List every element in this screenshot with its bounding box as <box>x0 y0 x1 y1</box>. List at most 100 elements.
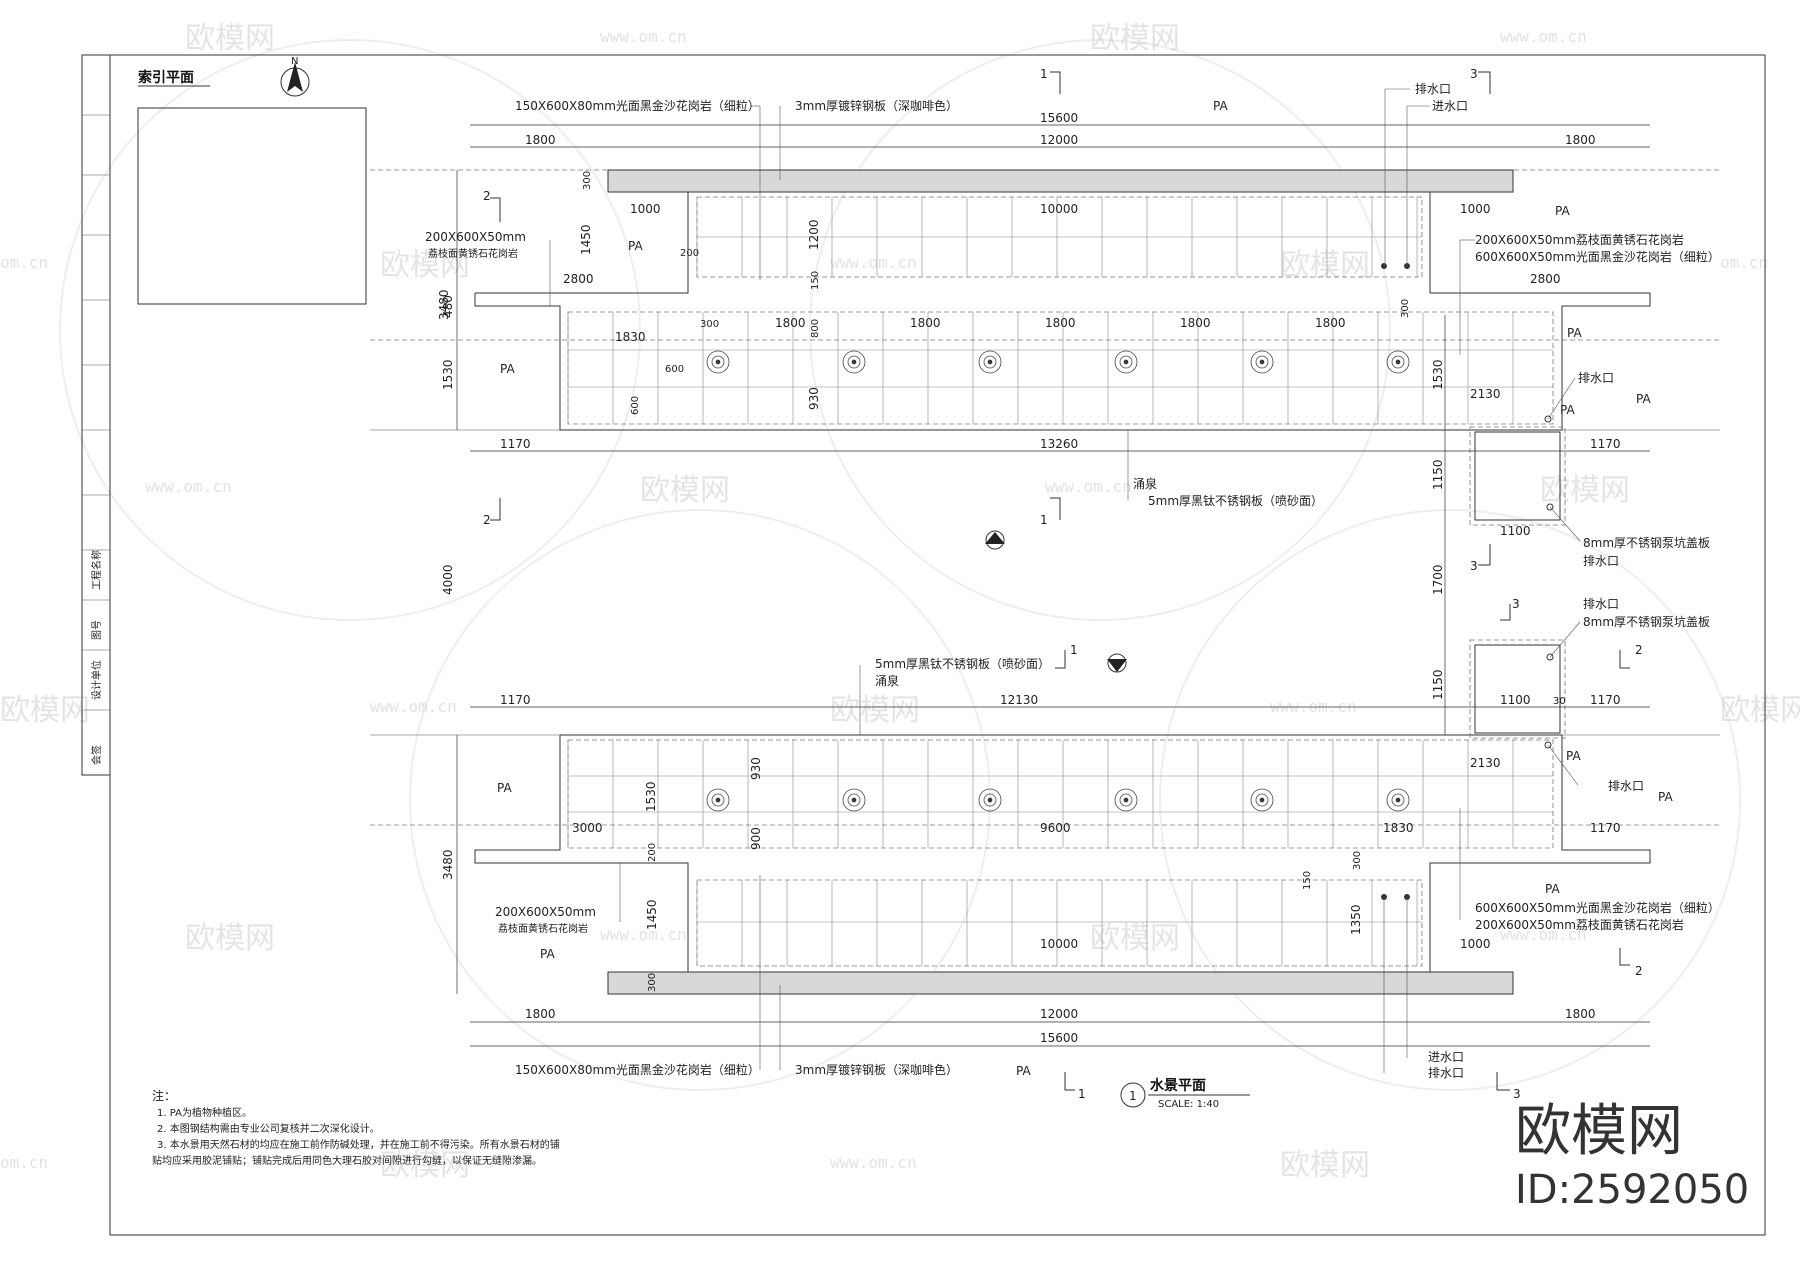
watermark-brand: 欧模网 <box>640 473 730 508</box>
dim-upper-water: 1200 <box>807 219 821 250</box>
note-drain-right-4: 排水口 <box>1608 779 1644 793</box>
watermark-brand: 欧模网 <box>1090 921 1180 956</box>
watermark-logo-text: 欧模网 <box>1515 1099 1683 1164</box>
zone-pa: PA <box>540 947 555 961</box>
leader-lines <box>549 88 1581 1073</box>
watermark-url: www.om.cn <box>1500 925 1587 944</box>
title-block-strip <box>81 54 111 776</box>
title-block-project: 工程名称 <box>90 550 103 590</box>
dim-upper-right: 1000 <box>1460 202 1491 216</box>
dim-mid-right: 1170 <box>1590 437 1621 451</box>
top-pool <box>474 169 1651 431</box>
dim-bot-right: 1800 <box>1565 1007 1596 1021</box>
watermark-url: www.om.cn <box>600 925 687 944</box>
dim-low-300: 300 <box>1352 851 1363 870</box>
fountain-nozzle-icon <box>1114 788 1138 812</box>
note-paving-b-bottom: 600X600X50mm光面黑金沙花岗岩（细粒） <box>1475 900 1720 915</box>
watermark-url-short: om.cn <box>0 253 48 272</box>
dim-spacing-3: 1800 <box>1045 316 1076 330</box>
note-fountain-top: 涌泉 <box>1133 477 1157 491</box>
view-title: 1 水景平面 SCALE: 1:40 <box>1120 1077 1250 1110</box>
watermark-brand: 欧模网 <box>830 693 920 728</box>
note-inlet-top: 进水口 <box>1432 99 1468 113</box>
watermark-url: www.om.cn <box>1500 27 1587 46</box>
zone-pa: PA <box>1213 99 1228 113</box>
dim-bottom-total: 3480 <box>441 849 455 880</box>
watermark-url-short: om.cn <box>1720 253 1768 272</box>
watermark-url: www.om.cn <box>1270 697 1357 716</box>
watermark-brand: 欧模网 <box>1090 21 1180 56</box>
section-mark-1: 1 <box>1070 643 1078 657</box>
dim-pit-width-b: 1100 <box>1500 693 1531 707</box>
dim-right-1530: 1530 <box>1431 359 1445 390</box>
north-arrow-icon: N <box>280 56 310 97</box>
section-mark-3: 3 <box>1513 1087 1521 1101</box>
watermark-brand: 欧模网 <box>1540 473 1630 508</box>
zone-pa: PA <box>1566 749 1581 763</box>
dim-spacing-5: 1800 <box>1315 316 1346 330</box>
section-mark-2: 2 <box>483 189 491 203</box>
watermark-url: www.om.cn <box>830 1153 917 1172</box>
fountain-nozzle-icon <box>1386 350 1410 374</box>
zone-pa: PA <box>1658 790 1673 804</box>
dim-low-9600: 9600 <box>1040 821 1071 835</box>
plan-title: 水景平面 <box>1150 1077 1206 1094</box>
dim-low-span: 12130 <box>1000 693 1038 707</box>
dim-low-coping: 300 <box>647 973 658 992</box>
note-drain-top: 排水口 <box>1415 82 1451 96</box>
title-block-drawing-no: 图号 <box>91 620 103 640</box>
fountain-nozzle-icon <box>1250 350 1274 374</box>
note-paving-a-bottom: 200X600X50mm荔枝面黄锈石花岗岩 <box>1475 917 1684 932</box>
note-drain-right-1: 排水口 <box>1578 371 1614 385</box>
section-mark-2: 2 <box>483 513 491 527</box>
watermark-brand: 欧模网 <box>1720 693 1800 728</box>
fountain-nozzle-icon <box>1114 350 1138 374</box>
watermark-brand: 欧模网 <box>0 693 90 728</box>
note-line-4: 贴均应采用胶泥铺贴；铺贴完成后用同色大理石胶对间隙进行勾缝，以保证无缝隙渗漏。 <box>152 1154 542 1167</box>
dim-30: 30 <box>1553 696 1566 707</box>
dim-side-480: 480 <box>441 295 455 318</box>
dim-bot-left: 1800 <box>525 1007 556 1021</box>
title-block-designer: 设计单位 <box>90 660 103 700</box>
fountain-nozzle-icon <box>842 788 866 812</box>
watermark-url: www.om.cn <box>145 477 232 496</box>
dim-spacing-2: 1800 <box>910 316 941 330</box>
notes-header: 注： <box>152 1088 176 1103</box>
watermark-url: www.om.cn <box>600 27 687 46</box>
dim-pit-offset-top: 2130 <box>1470 387 1501 401</box>
zone-pa: PA <box>500 362 515 376</box>
watermark-url: www.om.cn <box>370 697 457 716</box>
dim-coping-depth: 300 <box>582 171 593 190</box>
dim-overall-top: 15600 <box>1040 111 1078 125</box>
note-steel-top: 3mm厚镀锌钢板（深咖啡色） <box>795 98 958 113</box>
watermark-brand: 欧模网 <box>380 1148 470 1183</box>
watermark-brand: 欧模网 <box>1280 248 1370 283</box>
pump-pit-lower <box>1469 639 1566 739</box>
dim-low-1530: 1530 <box>644 781 658 812</box>
dim-low-1450: 1450 <box>645 899 659 930</box>
dim-upper-basin: 10000 <box>1040 202 1078 216</box>
watermark-id: ID:2592050 <box>1515 1167 1749 1213</box>
fountain-nozzle-icon <box>706 788 730 812</box>
dim-ledge: 150 <box>810 271 821 290</box>
dim-low-200: 200 <box>647 843 658 862</box>
note-paving-a-top: 200X600X50mm荔枝面黄锈石花岗岩 <box>1475 232 1684 247</box>
dim-low-left: 1170 <box>500 693 531 707</box>
zone-pa: PA <box>628 239 643 253</box>
dim-nozzle-depth: 600 <box>630 396 641 415</box>
watermark-brand: 欧模网 <box>185 921 275 956</box>
index-plan-frame <box>137 107 367 305</box>
section-mark-3: 3 <box>1512 597 1520 611</box>
dim-right-top: 1800 <box>1565 133 1596 147</box>
dim-low-3000: 3000 <box>572 821 603 835</box>
watermark-brand: 欧模网 <box>380 248 470 283</box>
dim-spacing-1: 1800 <box>775 316 806 330</box>
top-fountain-row <box>706 350 1410 374</box>
dim-left-offset: 1830 <box>615 330 646 344</box>
note-paving-b-top: 600X600X50mm光面黑金沙花岗岩（细粒） <box>1475 249 1720 264</box>
dim-low-150: 150 <box>1302 871 1313 890</box>
watermark-url-short: om.cn <box>0 1153 48 1172</box>
note-drain-bottom: 排水口 <box>1428 1066 1464 1080</box>
svg-text:N: N <box>291 56 298 67</box>
dim-low-1830: 1830 <box>1383 821 1414 835</box>
